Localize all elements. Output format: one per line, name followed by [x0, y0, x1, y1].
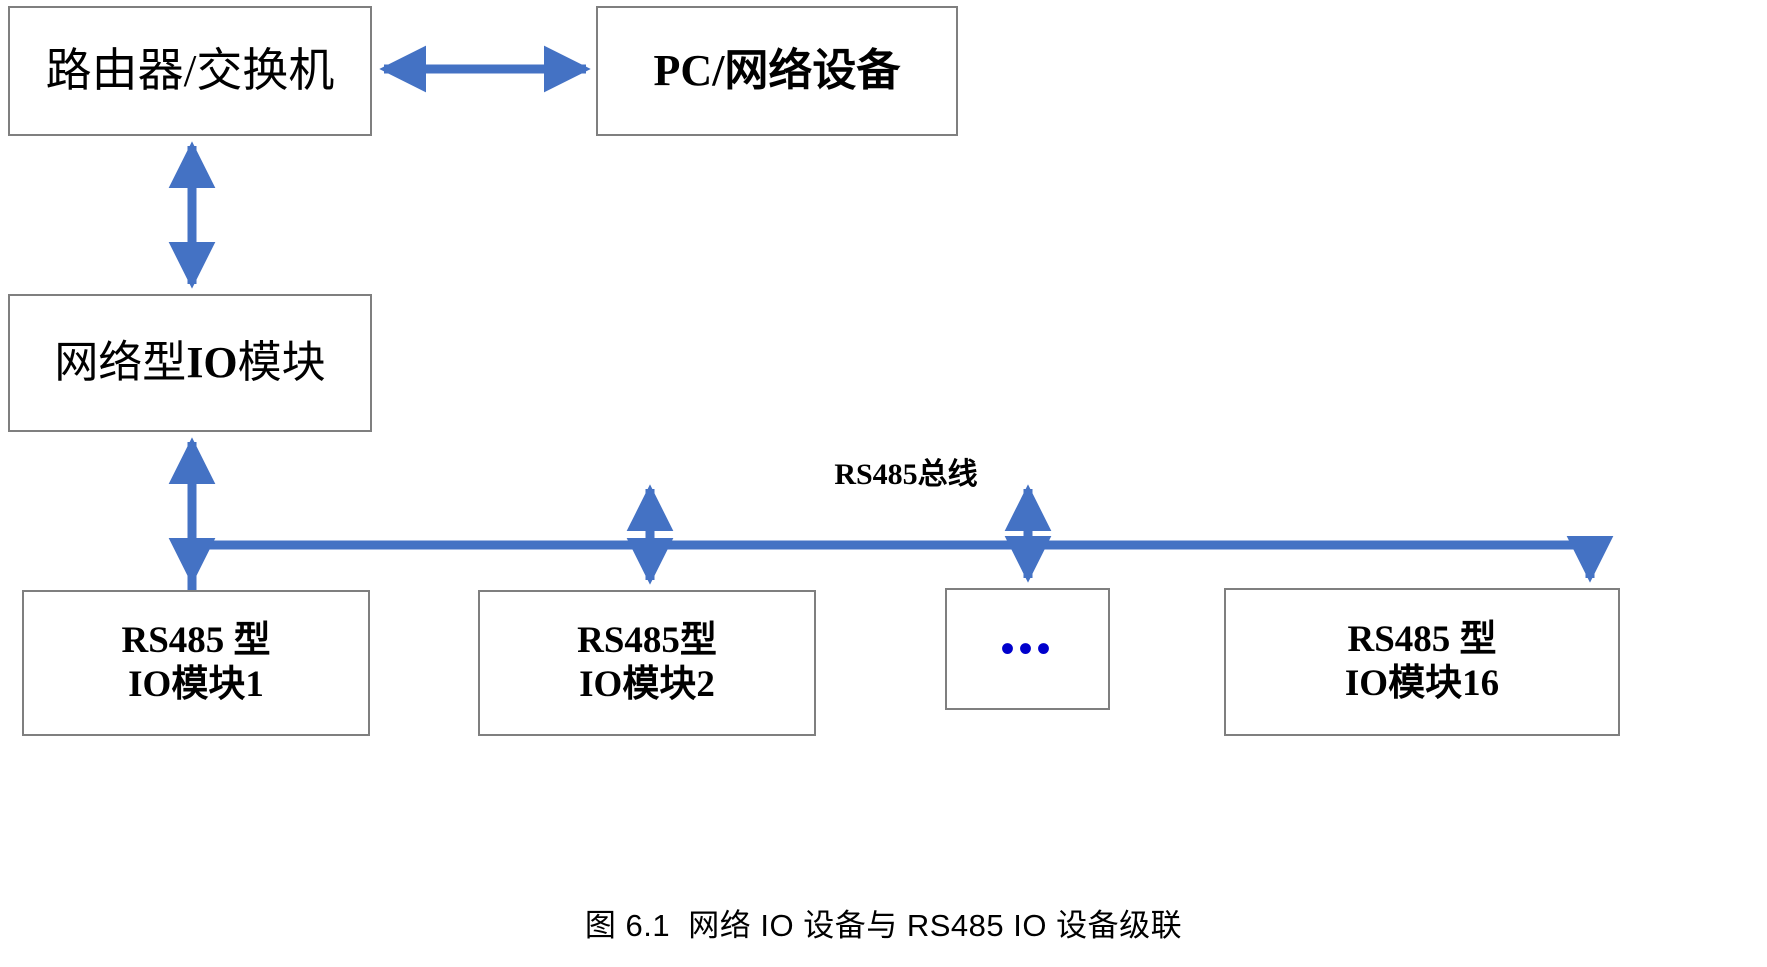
node-router-switch[interactable]: 路由器/交换机 — [8, 6, 372, 136]
node-router-switch-label: 路由器/交换机 — [45, 44, 335, 96]
ellipsis-dots-icon: ••• — [1000, 626, 1055, 671]
node-network-io-module[interactable]: 网络型IO模块 — [8, 294, 372, 432]
figure-caption: 图 6.1 网络 IO 设备与 RS485 IO 设备级联 — [584, 908, 1183, 943]
node-pc-network-device-label: PC/网络设备 — [653, 46, 901, 96]
netio-label-io: IO — [186, 338, 238, 388]
netio-label-prefix: 网络型 — [54, 338, 187, 388]
node-rs485-io-module-16-line2: IO模块16 — [1344, 663, 1500, 704]
netio-label-suffix: 模块 — [237, 338, 326, 388]
node-rs485-io-module-2-line1: RS485型 — [577, 620, 717, 662]
node-rs485-io-module-1-line1: RS485 型 — [121, 620, 271, 662]
node-network-io-module-label: 网络型IO模块 — [54, 337, 325, 389]
node-pc-network-device[interactable]: PC/网络设备 — [596, 6, 958, 136]
node-rs485-io-module-1-line2: IO模块1 — [128, 664, 264, 705]
node-rs485-io-module-2-line2: IO模块2 — [579, 664, 715, 705]
rs485-bus-label: RS485总线 — [834, 458, 978, 491]
node-ellipsis-placeholder[interactable]: ••• — [945, 588, 1110, 710]
node-rs485-io-module-2[interactable]: RS485型 IO模块2 — [478, 590, 816, 736]
node-rs485-io-module-16-line1: RS485 型 — [1347, 619, 1497, 661]
node-rs485-io-module-1[interactable]: RS485 型 IO模块1 — [22, 590, 370, 736]
node-rs485-io-module-16[interactable]: RS485 型 IO模块16 — [1224, 588, 1620, 736]
